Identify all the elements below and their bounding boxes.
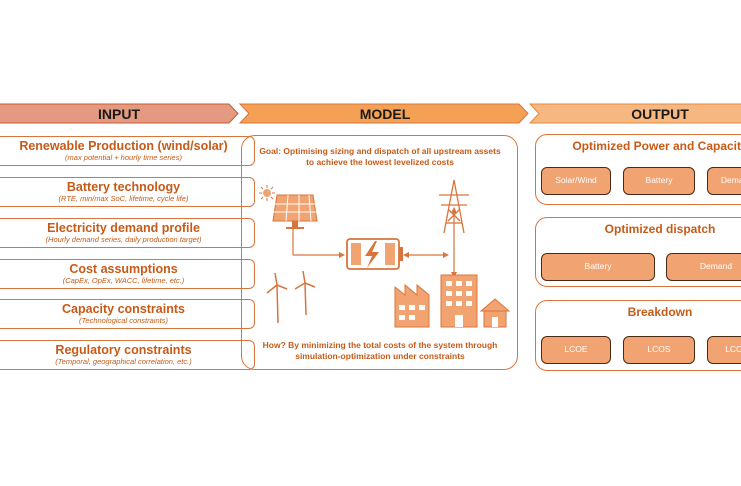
input-header: INPUT [98, 106, 140, 122]
arrow-head-right [403, 252, 409, 258]
input-header-chevron [0, 103, 239, 124]
input-subtitle: (CapEx, OpEx, WACC, lifetime, etc.) [62, 276, 185, 285]
model-goal-text: Goal: Optimising sizing and dispatch of … [259, 146, 501, 167]
arrow-head-left [339, 252, 345, 258]
pill-lcoe: LCOE [541, 336, 611, 364]
input-title: Electricity demand profile [47, 221, 200, 235]
model-illustration [259, 179, 511, 328]
power-pylon-icon [439, 179, 469, 234]
pill-demand: Demand [707, 167, 741, 195]
input-subtitle: (Temporal, geographical correlation, etc… [55, 357, 192, 366]
model-header-chevron [238, 103, 529, 124]
input-subtitle: (Technological constraints) [79, 316, 168, 325]
office-building-icon [440, 274, 478, 328]
output-box-capacity [535, 134, 741, 205]
output-title-breakdown: Breakdown [627, 305, 693, 319]
factory-icon [394, 283, 430, 328]
input-subtitle: (Hourly demand series, daily production … [45, 235, 202, 244]
wind-turbine-icon [266, 270, 316, 324]
model-box [241, 135, 518, 370]
input-subtitle: (RTE, min/max SoC, lifetime, cycle life) [58, 194, 189, 203]
output-title-dispatch: Optimized dispatch [604, 222, 716, 236]
pill-lcos: LCOS [623, 336, 695, 364]
battery-icon [346, 238, 403, 270]
input-title: Capacity constraints [62, 302, 185, 316]
input-box-battery-technology: Battery technology (RTE, min/max SoC, li… [0, 177, 255, 207]
input-box-capacity-constraints: Capacity constraints (Technological cons… [0, 299, 255, 329]
pill-lcoh: LCOH [707, 336, 741, 364]
solar-panel-icon [259, 185, 318, 229]
output-box-dispatch [535, 217, 741, 287]
input-subtitle: (max potential + hourly time series) [65, 153, 182, 162]
output-title-capacity: Optimized Power and Capacity [572, 139, 741, 153]
input-title: Regulatory constraints [55, 343, 192, 357]
input-box-regulatory-constraints: Regulatory constraints (Temporal, geogra… [0, 340, 255, 370]
model-how-text: How? By minimizing the total costs of th… [262, 340, 498, 361]
output-box-breakdown [535, 300, 741, 371]
pill-solar-wind: Solar/Wind [541, 167, 611, 195]
output-header-chevron [528, 103, 741, 124]
house-icon [479, 298, 511, 328]
arrow-head-right-2 [443, 252, 449, 258]
pill-battery: Battery [623, 167, 695, 195]
model-header: MODEL [359, 106, 411, 122]
input-title: Cost assumptions [69, 262, 178, 276]
input-box-electricity-demand: Electricity demand profile (Hourly deman… [0, 218, 255, 248]
arrow-head-up [451, 207, 457, 213]
pill-battery-dispatch: Battery [541, 253, 655, 281]
input-title: Battery technology [66, 180, 181, 194]
output-header: OUTPUT [631, 106, 689, 122]
input-box-renewable-production: Renewable Production (wind/solar) (max p… [0, 136, 255, 166]
input-title: Renewable Production (wind/solar) [19, 139, 228, 153]
pill-demand-dispatch: Demand [666, 253, 741, 281]
input-box-cost-assumptions: Cost assumptions (CapEx, OpEx, WACC, lif… [0, 259, 255, 289]
